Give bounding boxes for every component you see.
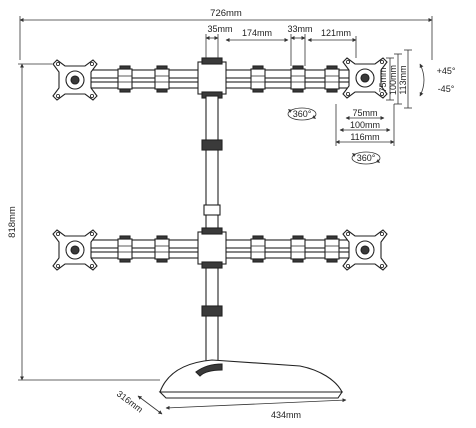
bottom-hub-cap — [201, 227, 223, 235]
top-left-clamp — [154, 65, 170, 93]
top-hub-cap — [201, 57, 223, 65]
bottom-right-clamp — [250, 235, 266, 263]
dim-vesa-75-h: 75mm — [352, 108, 377, 118]
bottom-left-clamp — [154, 235, 170, 263]
top-right-clamp — [250, 65, 266, 93]
pole-collar-upper — [201, 139, 223, 151]
bottom-right-end-joint — [324, 235, 340, 263]
bottom-left-vesa-plate — [52, 229, 98, 271]
dim-vesa-100: 100mm — [388, 65, 398, 95]
stand-base — [158, 359, 344, 399]
bottom-hub-clamp — [201, 261, 223, 269]
dim-vesa-116: 116mm — [350, 132, 379, 142]
rotation-label-arm: 360° — [293, 109, 312, 119]
bottom-arm-assembly — [52, 227, 388, 271]
rotation-label-plate: 360° — [357, 153, 376, 163]
top-left-vesa-plate — [52, 59, 98, 101]
bottom-center-hub — [197, 231, 227, 265]
dim-pole-diameter: 35mm — [207, 24, 232, 34]
base-edge — [158, 391, 344, 399]
base-top — [159, 359, 343, 393]
dim-vesa-113: 113mm — [398, 65, 408, 94]
tilt-up: +45° — [437, 66, 456, 76]
dim-total-width: 726mm — [210, 8, 242, 19]
pole-collar-lower — [201, 305, 223, 317]
pole-collar-mid — [203, 204, 221, 216]
tilt-down: -45° — [438, 84, 455, 94]
dim-base-depth: 316mm — [115, 389, 145, 415]
bottom-left-joint — [117, 235, 133, 263]
rotation-indicator-arm: 360° — [287, 107, 317, 121]
rotation-indicator-plate: 360° — [351, 151, 381, 165]
top-left-joint — [117, 65, 133, 93]
dim-vesa-100-h: 100mm — [350, 120, 380, 130]
base-pole-socket — [195, 363, 223, 377]
dim-end-segment: 121mm — [321, 28, 351, 38]
bottom-right-joint — [290, 235, 306, 263]
top-right-joint — [290, 65, 306, 93]
dim-height: 818mm — [7, 206, 18, 238]
dim-base-width: 434mm — [271, 410, 301, 420]
top-right-end-joint — [324, 65, 340, 93]
dim-vesa-75: 75mm — [378, 67, 388, 92]
dim-arm-segment: 174mm — [242, 28, 272, 38]
dim-clamp-width: 33mm — [287, 24, 312, 34]
top-center-hub — [197, 61, 227, 95]
top-arm-assembly — [52, 57, 388, 101]
bottom-right-vesa-plate — [342, 229, 388, 271]
vesa-dimension-block: 75mm 100mm 113mm 75mm 100mm 116mm +45° -… — [335, 49, 456, 146]
